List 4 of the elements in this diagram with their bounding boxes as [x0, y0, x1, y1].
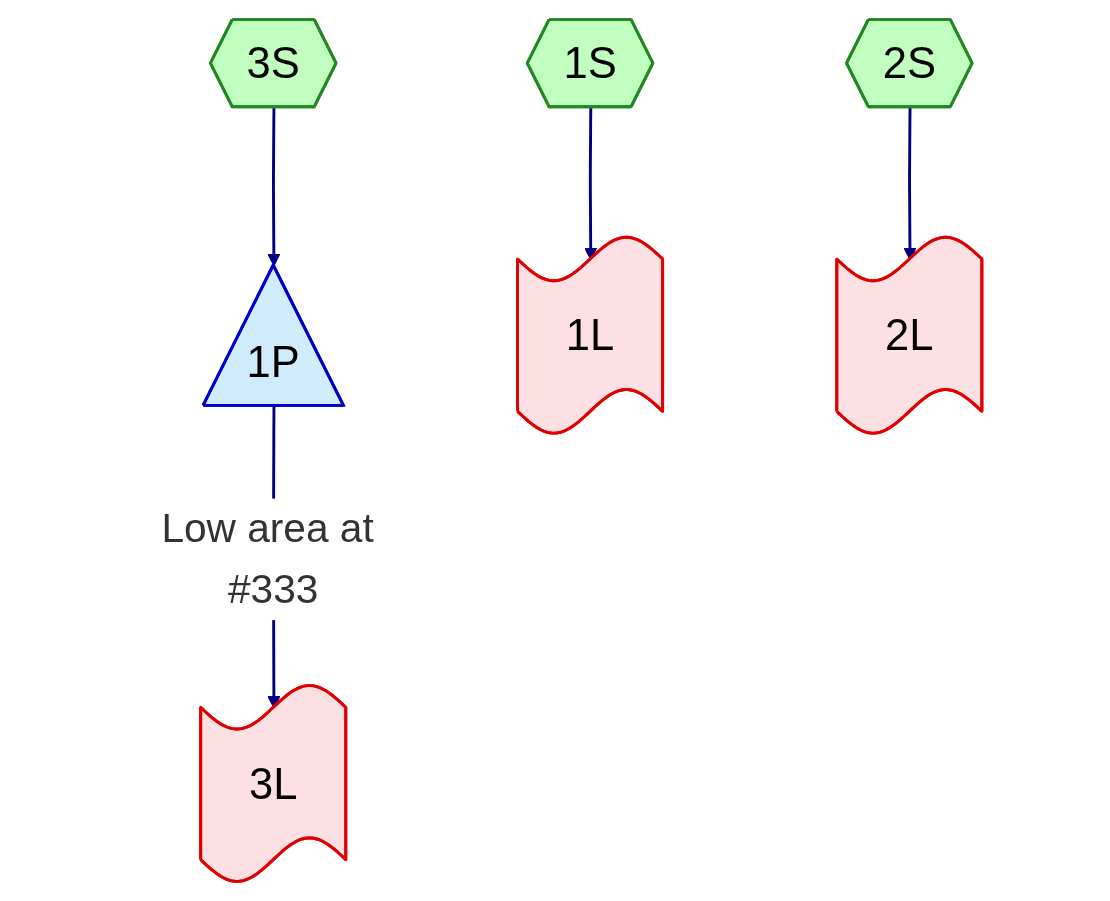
arrow — [903, 107, 917, 261]
arrow — [584, 107, 598, 261]
arrow — [267, 107, 281, 267]
edge-label: Low area at #333 — [161, 505, 374, 612]
